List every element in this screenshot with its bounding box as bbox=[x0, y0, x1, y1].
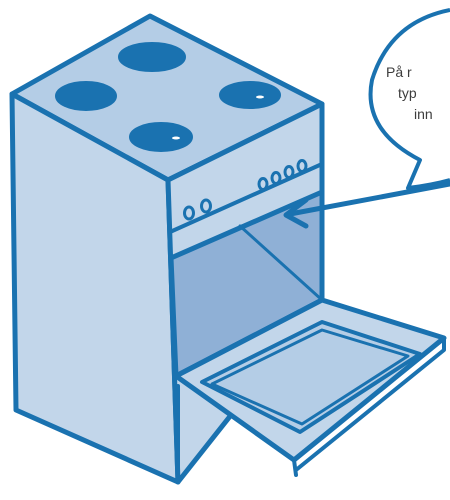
speech-bubble bbox=[368, 8, 450, 190]
knob-6 bbox=[296, 159, 308, 173]
arrow-icon bbox=[283, 181, 450, 229]
knob-2 bbox=[200, 198, 212, 214]
knob-1 bbox=[183, 205, 195, 221]
burner-left bbox=[55, 81, 117, 111]
control-band bbox=[168, 162, 324, 234]
knob-3 bbox=[257, 177, 269, 191]
knob-4 bbox=[270, 171, 282, 185]
callout-line-2: typ bbox=[398, 85, 417, 101]
callout-text: På r typ inn bbox=[380, 62, 450, 125]
control-knobs bbox=[183, 159, 308, 221]
callout-line-1: På r bbox=[386, 64, 412, 80]
knob-5 bbox=[283, 165, 295, 179]
callout-line-3: inn bbox=[414, 106, 433, 122]
burners bbox=[55, 42, 281, 152]
burner-right bbox=[219, 81, 281, 109]
burner-back bbox=[118, 42, 186, 72]
burner-front bbox=[129, 122, 193, 152]
